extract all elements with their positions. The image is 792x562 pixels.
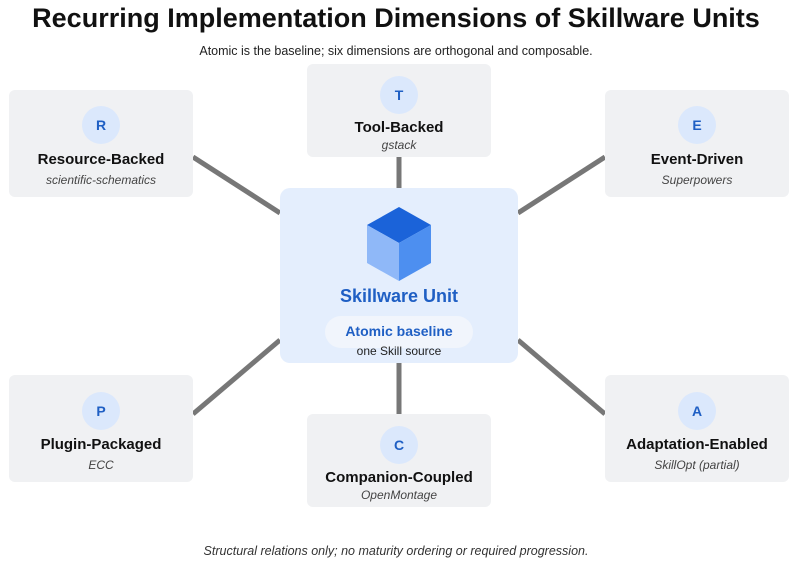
node-event-driven: E Event-Driven Superpowers <box>605 90 789 197</box>
node-name-companion: Companion-Coupled <box>325 469 473 486</box>
connector-adaptation <box>516 338 607 416</box>
badge-plugin: P <box>82 392 120 430</box>
cube-icon <box>367 207 431 281</box>
badge-companion: C <box>380 426 418 464</box>
node-adaptation-enabled: A Adaptation-Enabled SkillOpt (partial) <box>605 375 789 482</box>
node-tool-backed: T Tool-Backed gstack <box>307 64 491 157</box>
node-plugin-packaged: P Plugin-Packaged ECC <box>9 375 193 482</box>
node-example-resource: scientific-schematics <box>45 173 157 187</box>
node-example-companion: OpenMontage <box>360 488 438 502</box>
center-title: Skillware Unit <box>339 286 459 306</box>
node-example-plugin: ECC <box>88 458 114 472</box>
atomic-baseline-sub: one Skill source <box>356 344 442 358</box>
node-companion-coupled: C Companion-Coupled OpenMontage <box>307 414 491 507</box>
node-example-event: Superpowers <box>661 173 733 187</box>
node-name-resource: Resource-Backed <box>37 151 165 168</box>
badge-event: E <box>678 106 716 144</box>
connector-resource <box>191 154 282 216</box>
node-resource-backed: R Resource-Backed scientific-schematics <box>9 90 193 197</box>
atomic-baseline-label: Atomic baseline <box>345 323 453 339</box>
badge-adaptation: A <box>678 392 716 430</box>
node-name-adaptation: Adaptation-Enabled <box>626 436 768 453</box>
node-example-tool: gstack <box>381 138 417 152</box>
badge-resource: R <box>82 106 120 144</box>
node-name-event: Event-Driven <box>650 151 744 168</box>
atomic-baseline-pill <box>325 316 473 348</box>
diagram-title: Recurring Implementation Dimensions of S… <box>32 3 760 33</box>
badge-tool: T <box>380 76 418 114</box>
connector-event <box>516 154 607 216</box>
diagram-subtitle: Atomic is the baseline; six dimensions a… <box>199 44 593 58</box>
node-name-tool: Tool-Backed <box>354 119 444 136</box>
node-example-adaptation: SkillOpt (partial) <box>654 458 740 472</box>
node-name-plugin: Plugin-Packaged <box>40 436 162 453</box>
connector-plugin <box>191 338 282 416</box>
diagram-footer-note: Structural relations only; no maturity o… <box>203 544 589 558</box>
